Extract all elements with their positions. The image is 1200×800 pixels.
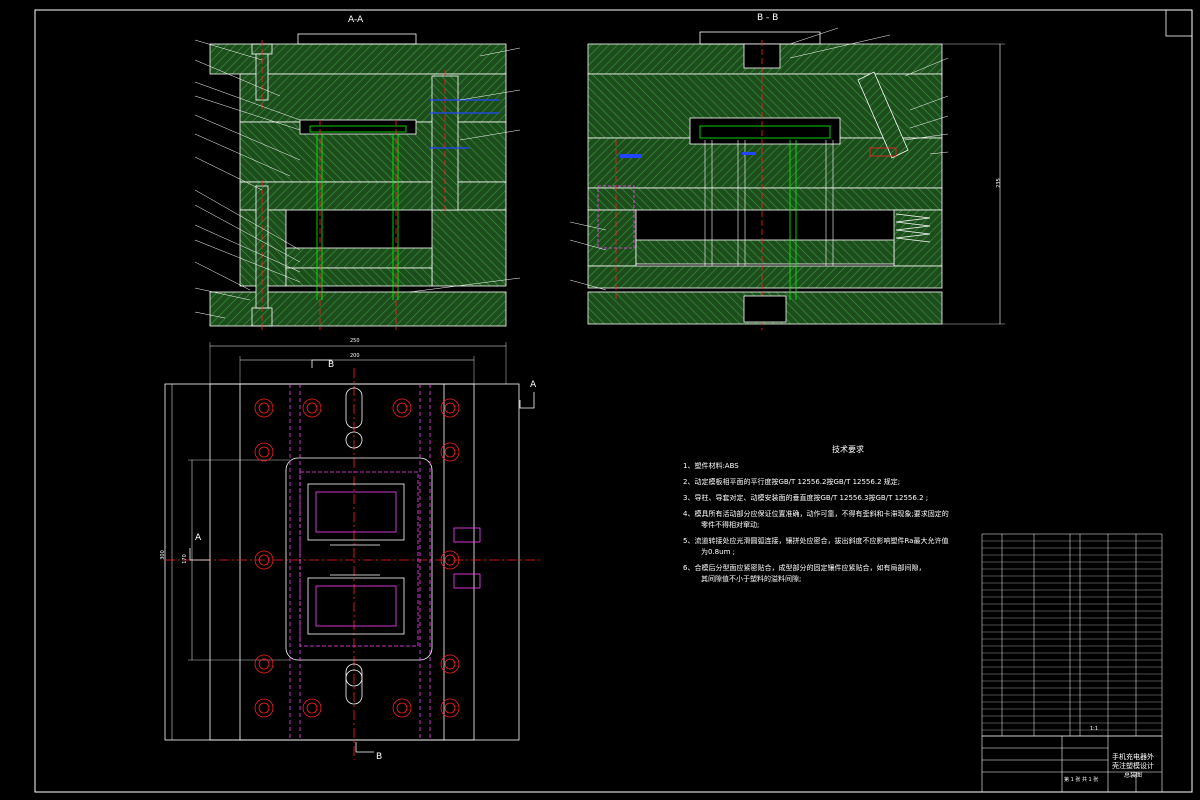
screw-hole bbox=[396, 702, 408, 714]
screw-hole bbox=[440, 398, 460, 418]
screw-hole bbox=[444, 446, 456, 458]
screw-hole bbox=[444, 554, 456, 566]
screw-hole bbox=[258, 402, 270, 414]
screw-hole bbox=[444, 702, 456, 714]
screw-hole bbox=[258, 554, 270, 566]
plan-holes bbox=[254, 398, 460, 718]
note-line: 5、流道转接处应光滑圆弧连接，镶拼处应密合，拔出斜度不应影响塑件Ra最大允许值 bbox=[683, 537, 949, 545]
screw-hole bbox=[440, 442, 460, 462]
screw-hole bbox=[302, 698, 322, 718]
plan-b-top-label: B bbox=[328, 360, 335, 370]
note-line: 3、导柱、导套对定、动模安装面的垂直度按GB/T 12556.3按GB/T 12… bbox=[683, 494, 929, 502]
dim-inner-width: 200 bbox=[350, 353, 360, 359]
screw-hole bbox=[440, 698, 460, 718]
section-bb-view bbox=[569, 27, 1005, 330]
parts-rows bbox=[982, 540, 1162, 731]
screw-hole bbox=[254, 398, 274, 418]
screw-hole bbox=[302, 398, 322, 418]
drawing-border bbox=[34, 9, 1193, 793]
plan-a-left-label: A bbox=[195, 533, 202, 543]
screw-hole bbox=[306, 402, 318, 414]
corner-box bbox=[1165, 9, 1193, 37]
note-line: 2、动定模板相平面的平行度按GB/T 12556.2按GB/T 12556.2 … bbox=[683, 478, 901, 486]
screw-hole bbox=[440, 654, 460, 674]
screw-hole bbox=[258, 446, 270, 458]
screw-hole bbox=[254, 654, 274, 674]
screw-hole bbox=[392, 398, 412, 418]
title-name-line3: 总装图 bbox=[1124, 772, 1143, 779]
dim-side-height: 235 bbox=[995, 178, 1002, 188]
note-line-continued: 为0.8um ; bbox=[701, 548, 735, 556]
note-line-continued: 其间隙值不小于塑料的溢料间隙; bbox=[701, 575, 802, 583]
notes-title: 技术要求 bbox=[832, 445, 864, 454]
parts-list bbox=[981, 533, 1163, 737]
plan-a-right-label: A bbox=[530, 380, 537, 390]
dim-height-inner: 170 bbox=[181, 554, 188, 564]
title-block bbox=[981, 735, 1163, 793]
screw-hole bbox=[258, 702, 270, 714]
title-name-line2: 壳注塑模设计 bbox=[1112, 762, 1154, 770]
dim-height-left: 300 bbox=[159, 550, 166, 560]
section-aa-view bbox=[194, 33, 521, 330]
title-name-line1: 手机充电器外 bbox=[1112, 753, 1154, 761]
screw-hole bbox=[396, 402, 408, 414]
section-aa-label: A-A bbox=[348, 15, 364, 25]
screw-hole bbox=[254, 698, 274, 718]
note-line-continued: 零件不得相对窜动; bbox=[701, 521, 760, 529]
screw-hole bbox=[306, 702, 318, 714]
screw-hole bbox=[392, 698, 412, 718]
title-scale: 1:1 bbox=[1090, 726, 1099, 732]
plan-b-bottom-label: B bbox=[376, 752, 383, 762]
plan-view bbox=[164, 342, 540, 760]
screw-hole bbox=[254, 442, 274, 462]
dim-outer-width: 250 bbox=[350, 338, 360, 344]
screw-hole bbox=[444, 658, 456, 670]
screw-hole bbox=[444, 402, 456, 414]
title-sheet: 第 1 张 共 1 张 bbox=[1064, 777, 1099, 783]
note-line: 6、合模后分型面应紧密贴合，成型部分的固定镶件应紧贴合，如有局部间隙， bbox=[683, 564, 926, 572]
note-line: 4、模具所有活动部分应保证位置准确，动作可靠，不得有歪斜和卡滞现象;要求固定的 bbox=[683, 510, 949, 518]
note-line: 1、塑件材料:ABS bbox=[683, 462, 739, 470]
screw-hole bbox=[254, 550, 274, 570]
technical-requirements: 技术要求 1、塑件材料:ABS 2、动定模板相平面的平行度按GB/T 12556.… bbox=[683, 444, 973, 590]
screw-hole bbox=[258, 658, 270, 670]
screw-hole bbox=[440, 550, 460, 570]
section-bb-label: B - B bbox=[757, 13, 779, 23]
